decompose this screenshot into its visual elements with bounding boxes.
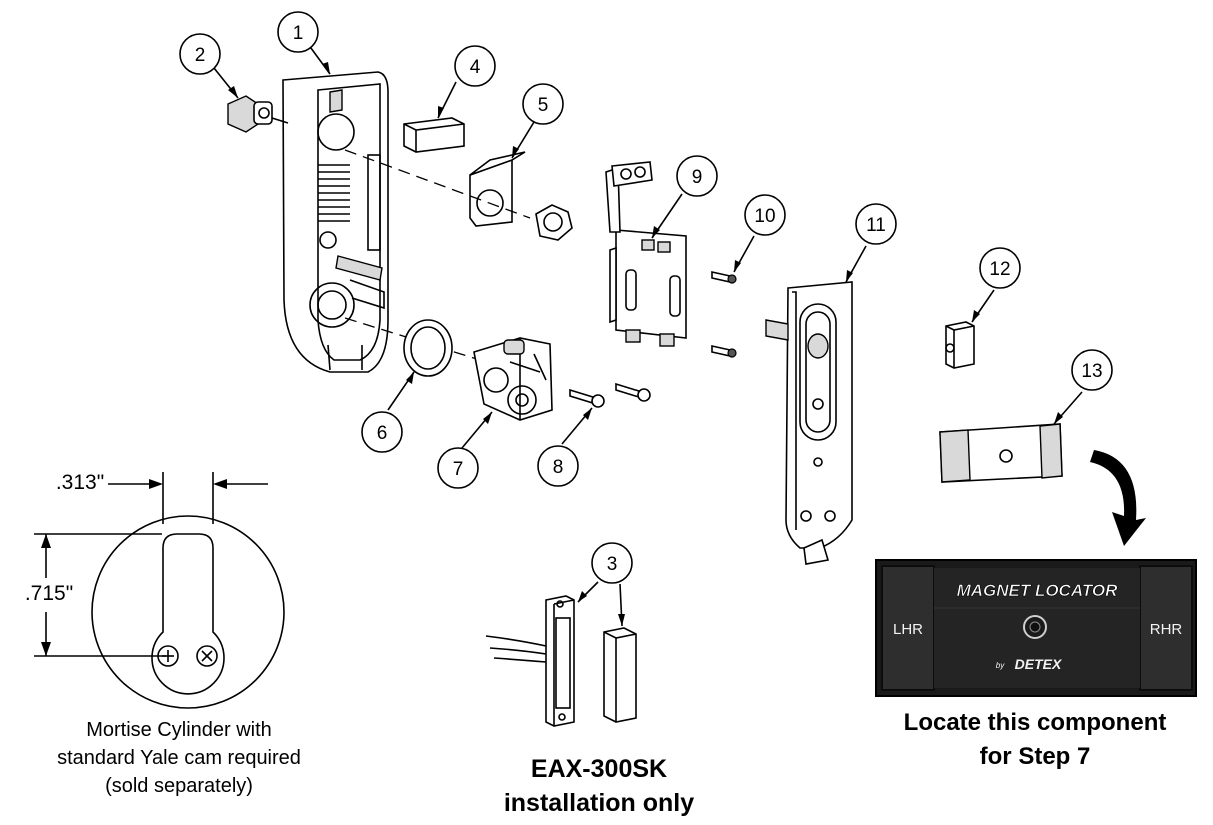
part-5-bracket [469,151,526,227]
callout-10: 10 [744,194,786,236]
magnet-locator-title: MAGNET LOCATOR [957,581,1119,600]
callout-12-label: 12 [989,259,1010,280]
part-2-cylinder-cap [227,95,289,133]
part-7-mechanism [473,337,553,421]
leader-lines [213,43,1083,627]
callout-13: 13 [1071,349,1113,391]
cylinder-caption-line-2: standard Yale cam required [57,747,301,769]
part-3-door-switch [485,595,637,727]
callout-7: 7 [437,447,479,489]
cylinder-caption-line-3: (sold separately) [105,775,253,797]
callout-5-label: 5 [538,95,549,116]
part-11-plate [765,281,853,565]
part-1-housing [282,71,389,373]
cylinder-dimension-drawing [34,472,285,709]
locate-caption-line-2: for Step 7 [979,743,1091,770]
callout-6: 6 [361,411,403,453]
callout-9-label: 9 [692,167,703,188]
locate-caption: Locate this component for Step 7 [862,706,1208,774]
part-10-screws [711,271,737,358]
callout-9: 9 [676,155,718,197]
callout-4: 4 [454,45,496,87]
dimension-width-label: .313" [55,471,105,494]
callout-10-label: 10 [754,206,775,227]
assembly-axis-lines [344,149,531,361]
dimension-height-label: .715" [24,582,74,605]
callout-12: 12 [979,247,1021,289]
cylinder-caption-line-1: Mortise Cylinder with [86,719,272,741]
magnet-locator-photo [875,559,1197,697]
hex-nut [535,204,573,241]
kit-caption: EAX-300SK installation only [468,752,730,820]
callout-1: 1 [277,11,319,53]
callout-3-label: 3 [607,554,618,575]
callout-1-label: 1 [293,23,304,44]
curved-arrow-icon [1090,450,1146,546]
part-4-block [403,117,465,153]
magnet-locator-brand-prefix: by [996,661,1005,670]
part-8-screws [569,382,651,408]
callout-13-label: 13 [1081,361,1102,382]
callout-8: 8 [537,445,579,487]
callout-7-label: 7 [453,459,464,480]
kit-caption-line-2: installation only [503,789,695,817]
magnet-locator-brand: DETEX [1015,656,1063,672]
callout-2: 2 [179,33,221,75]
callout-11-label: 11 [866,215,886,236]
cylinder-caption: Mortise Cylinder with standard Yale cam … [20,716,338,800]
part-13-clip [939,423,1063,483]
part-9-switch-plate [605,161,687,347]
callout-4-label: 4 [470,57,481,78]
kit-caption-line-1: EAX-300SK [530,755,668,783]
callout-3: 3 [591,542,633,584]
locate-caption-line-1: Locate this component [903,709,1167,736]
callout-5: 5 [522,83,564,125]
callout-6-label: 6 [377,423,388,444]
part-6-ring [403,319,453,377]
callout-2-label: 2 [195,45,206,66]
part-12-magnet [945,321,975,369]
callout-11: 11 [855,203,897,245]
magnet-locator-lhr: LHR [893,621,923,638]
callout-8-label: 8 [553,457,564,478]
magnet-locator-rhr: RHR [1150,621,1183,638]
